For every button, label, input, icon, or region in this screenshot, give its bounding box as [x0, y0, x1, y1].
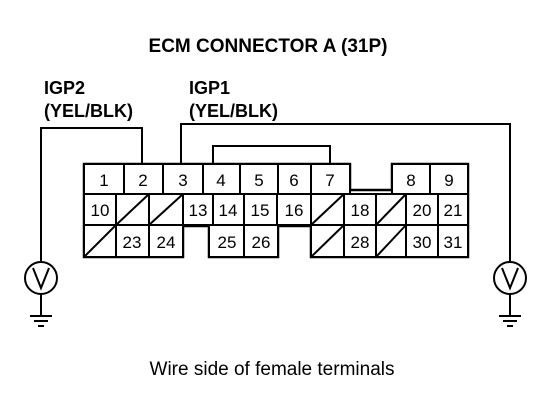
row-1: 1 2 3 4 5 6 7 8 9 [83, 163, 469, 195]
terminal-23 [115, 224, 150, 258]
terminal-28 [343, 224, 377, 258]
terminal-14 [212, 193, 245, 226]
pin-label-18: 18 [351, 201, 370, 220]
diagram-caption: Wire side of female terminals [150, 359, 395, 380]
terminal-9 [429, 163, 469, 195]
igp2-wire [40, 127, 143, 262]
row-2: 10 13 14 15 16 18 20 21 [83, 193, 469, 226]
pin-label-16: 16 [285, 201, 304, 220]
pin-label-25: 25 [218, 233, 237, 252]
pin-label-4: 4 [216, 171, 225, 190]
unused-slash-11 [115, 193, 150, 226]
igp1-wire [180, 123, 511, 262]
terminal-1 [83, 163, 125, 195]
voltmeter-right-icon [493, 261, 527, 295]
pin-label-15: 15 [251, 201, 270, 220]
unused-slash-29 [375, 224, 407, 258]
igp2-name: IGP2 [44, 78, 85, 98]
terminal-24 [148, 224, 184, 258]
pin-label-13: 13 [189, 201, 208, 220]
igp2-label: IGP2 (YEL/BLK) [44, 78, 133, 121]
terminal-15 [243, 193, 278, 226]
pin-label-31: 31 [444, 233, 463, 252]
ground-left-icon [30, 294, 52, 327]
pin-label-9: 9 [444, 171, 453, 190]
pin-label-26: 26 [252, 233, 271, 252]
terminal-25 [208, 224, 245, 258]
pin-label-14: 14 [219, 201, 238, 220]
terminal-21 [437, 193, 469, 226]
terminal-8 [391, 163, 431, 195]
unused-slash-12 [148, 193, 184, 226]
terminal-10 [83, 193, 117, 226]
ground-right-icon [499, 294, 521, 327]
terminal-3 [162, 163, 204, 195]
terminal-26 [243, 224, 279, 258]
unused-slash-27 [310, 224, 345, 258]
pin-label-7: 7 [325, 171, 334, 190]
igp1-label: IGP1 (YEL/BLK) [189, 78, 278, 121]
pin-label-21: 21 [444, 201, 463, 220]
voltmeter-left-icon [24, 261, 58, 295]
pin-label-20: 20 [413, 201, 432, 220]
terminal-31 [437, 224, 469, 258]
igp1-name: IGP1 [189, 78, 230, 98]
igp2-color: (YEL/BLK) [44, 101, 133, 121]
pin-label-23: 23 [123, 233, 142, 252]
igp1-color: (YEL/BLK) [189, 101, 278, 121]
terminal-30 [405, 224, 439, 258]
connector-lock-tab [212, 145, 331, 164]
pin-label-2: 2 [138, 171, 147, 190]
row-3: 23 24 25 26 28 30 31 [83, 224, 469, 258]
unused-slash-17 [310, 193, 345, 226]
unused-slash-19 [375, 193, 407, 226]
pin-label-24: 24 [157, 233, 176, 252]
unused-slash-22 [83, 224, 117, 258]
pin-label-5: 5 [254, 171, 263, 190]
terminal-2 [123, 163, 164, 195]
terminal-7 [310, 163, 351, 195]
pin-label-10: 10 [91, 201, 110, 220]
pin-label-1: 1 [99, 171, 108, 190]
pin-label-8: 8 [406, 171, 415, 190]
diagram-title: ECM CONNECTOR A (31P) [149, 36, 388, 57]
pin-label-30: 30 [413, 233, 432, 252]
pin-label-3: 3 [178, 171, 187, 190]
terminal-16 [276, 193, 312, 226]
terminal-13 [182, 193, 214, 226]
pin-label-28: 28 [351, 233, 370, 252]
pin-label-6: 6 [289, 171, 298, 190]
